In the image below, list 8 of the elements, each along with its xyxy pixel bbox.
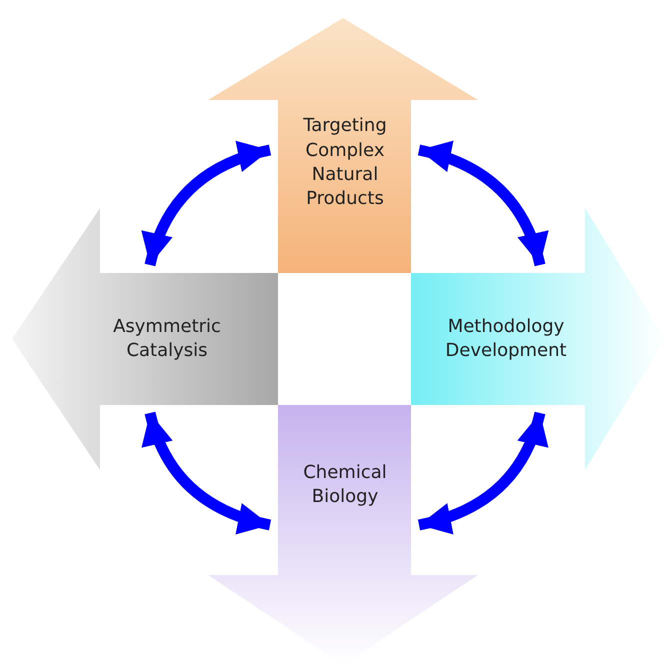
node-label: Targeting Complex Natural Products	[302, 114, 388, 212]
curved-double-arrow	[142, 412, 272, 534]
curved-double-arrow	[418, 412, 547, 534]
curved-double-arrow	[418, 142, 548, 266]
node-label: Methodology Development	[444, 314, 568, 363]
node-label: Chemical Biology	[302, 460, 388, 509]
curved-double-arrow	[142, 142, 272, 266]
node-label: Asymmetric Catalysis	[112, 314, 222, 363]
